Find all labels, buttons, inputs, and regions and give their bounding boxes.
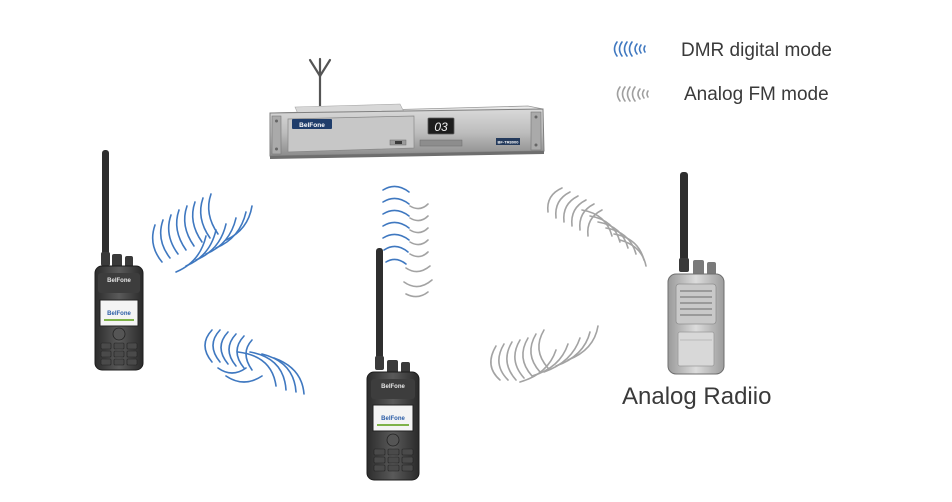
radio-front-plate [677, 331, 715, 367]
radio-screen [99, 299, 139, 327]
front-grille [419, 139, 463, 147]
analog-radio-label: Analog Radiio [622, 383, 771, 410]
wave-left-to-repeater [151, 193, 253, 273]
repeater-brand-plate [292, 119, 332, 129]
wave-repeater-to-center-dmr [382, 185, 410, 265]
channel-display [427, 117, 455, 135]
legend-fm-label: Analog FM mode [684, 84, 829, 105]
radio-screen [372, 404, 414, 432]
usb-port [395, 141, 402, 144]
radio-analog [667, 172, 725, 375]
radio-antenna [376, 248, 383, 366]
wave-repeater-to-analog [546, 187, 647, 267]
repeater-model-tag: BF-TR8000 [498, 140, 520, 145]
legend-dmr-label: DMR digital mode [681, 40, 832, 61]
radio-dpad [386, 433, 400, 447]
wave-left-to-center [204, 329, 305, 395]
dmr-legend-wave-icon [613, 41, 646, 57]
radio-center-dmr: BelFone BelFone [366, 248, 420, 481]
radio-knob [693, 260, 704, 276]
repeater-antenna [308, 57, 332, 114]
repeater-brand: BelFone [299, 122, 325, 129]
radio-antenna [680, 172, 688, 268]
repeater: BelFone 03 BF-TR8000 [269, 57, 545, 159]
radio-antenna [102, 150, 109, 262]
channel-number: 03 [434, 120, 448, 134]
radio-left-dmr: BelFone BelFone [94, 150, 144, 371]
legend [613, 41, 649, 102]
radio-screen-logo: BelFone [107, 311, 131, 317]
radio-screen-logo: BelFone [381, 416, 405, 422]
wave-repeater-to-center-fm [403, 203, 433, 298]
radio-keypad [373, 448, 414, 472]
radio-dpad [112, 327, 126, 341]
radio-brand: BelFone [107, 278, 131, 284]
radio-knob [707, 262, 716, 276]
radio-keypad [100, 342, 138, 366]
radio-brand: BelFone [381, 384, 405, 390]
speaker-grille [675, 283, 717, 325]
wave-center-to-analog [490, 325, 599, 383]
fm-legend-wave-icon [616, 86, 649, 102]
